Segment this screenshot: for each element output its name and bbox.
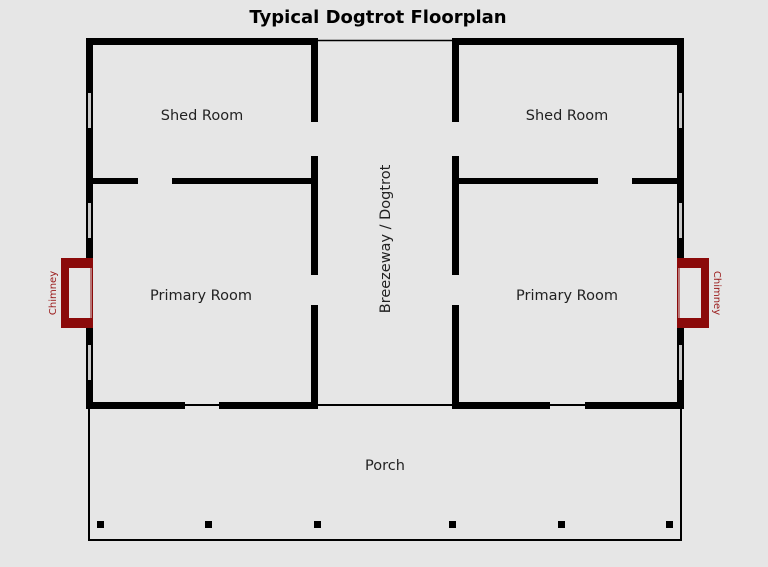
- right-windows: [679, 93, 682, 380]
- window-icon: [88, 345, 91, 380]
- column-post-icon: [97, 521, 104, 528]
- window-icon: [88, 93, 91, 128]
- column-post-icon: [205, 521, 212, 528]
- right-chimney-label: Chimney: [711, 271, 722, 315]
- column-post-icon: [449, 521, 456, 528]
- porch-columns: [97, 521, 673, 528]
- right-primary-room-label: Primary Room: [516, 288, 618, 304]
- window-icon: [679, 93, 682, 128]
- left-primary-room-label: Primary Room: [150, 288, 252, 304]
- breezeway-label: Breezeway / Dogtrot: [378, 164, 394, 313]
- diagram-title: Typical Dogtrot Floorplan: [249, 7, 506, 28]
- right-chimney: [677, 258, 709, 328]
- window-icon: [679, 345, 682, 380]
- porch-label: Porch: [365, 458, 405, 474]
- left-windows: [88, 93, 91, 380]
- column-post-icon: [558, 521, 565, 528]
- left-chimney-label: Chimney: [48, 271, 59, 315]
- left-shed-room-label: Shed Room: [161, 108, 243, 124]
- column-post-icon: [666, 521, 673, 528]
- porch-outline: [88, 404, 682, 541]
- window-icon: [88, 203, 91, 238]
- column-post-icon: [314, 521, 321, 528]
- left-pen-walls: [86, 38, 318, 409]
- window-icon: [679, 203, 682, 238]
- right-shed-room-label: Shed Room: [526, 108, 608, 124]
- right-pen-walls: [452, 38, 684, 409]
- left-chimney: [61, 258, 93, 328]
